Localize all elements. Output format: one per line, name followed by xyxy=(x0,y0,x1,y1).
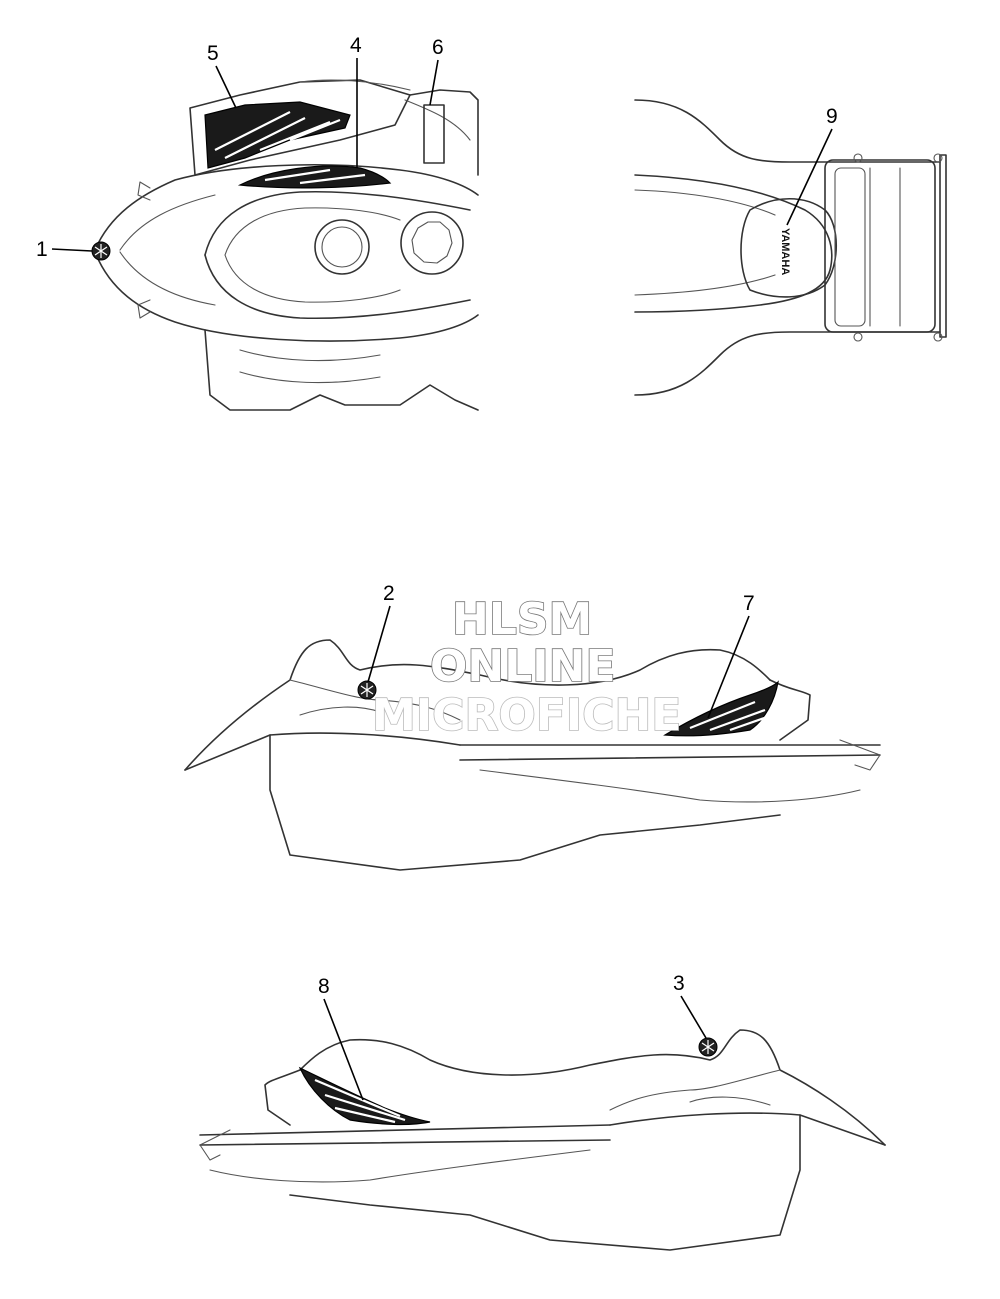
side-view-upper xyxy=(184,639,881,871)
callout-6: 6 xyxy=(429,36,444,106)
yamaha-decal-text: YAMAHA xyxy=(779,228,791,275)
bow-top-view xyxy=(91,79,479,411)
side-view-lower xyxy=(199,1029,886,1251)
callout-1: 1 xyxy=(36,238,93,261)
callout-9: 9 xyxy=(786,105,838,226)
svg-text:9: 9 xyxy=(826,105,838,128)
svg-text:4: 4 xyxy=(350,34,362,57)
svg-text:6: 6 xyxy=(432,36,444,59)
svg-text:8: 8 xyxy=(318,975,330,998)
callout-8: 8 xyxy=(318,975,364,1101)
callout-3: 3 xyxy=(673,972,707,1039)
svg-text:2: 2 xyxy=(383,582,395,605)
watermark-line-2: ONLINE xyxy=(430,641,616,692)
watermark-line-1: HLSM xyxy=(452,594,592,645)
callout-2: 2 xyxy=(367,582,395,683)
watermark-line-3: MICROFICHE xyxy=(372,690,681,741)
svg-text:5: 5 xyxy=(207,42,219,65)
callout-5: 5 xyxy=(207,42,237,109)
svg-text:7: 7 xyxy=(743,592,755,615)
callout-4: 4 xyxy=(350,34,362,168)
svg-text:1: 1 xyxy=(36,238,48,261)
stern-top-view: YAMAHA xyxy=(634,99,947,396)
svg-text:3: 3 xyxy=(673,972,685,995)
callout-7: 7 xyxy=(707,592,755,719)
watermark: HLSM ONLINE MICROFICHE xyxy=(371,593,682,742)
